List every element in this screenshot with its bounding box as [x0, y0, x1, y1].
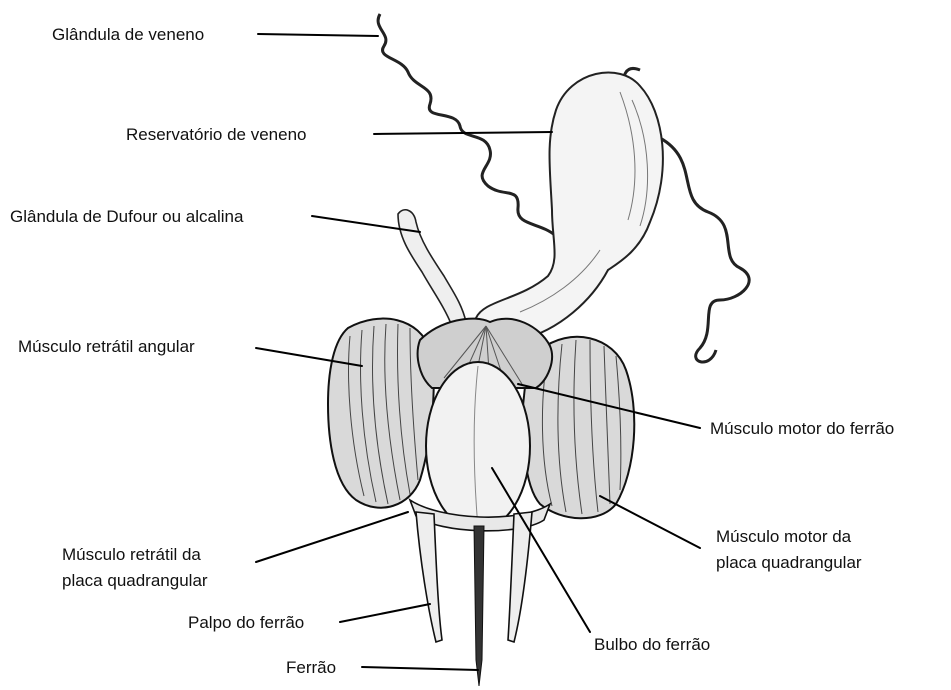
label-sting-bulb: Bulbo do ferrão — [594, 635, 710, 654]
label-sting: Ferrão — [286, 658, 336, 677]
label-dufour-gland: Glândula de Dufour ou alcalina — [10, 207, 244, 226]
leader-sting-palp — [340, 604, 430, 622]
label-angular-retractor: Músculo retrátil angular — [18, 337, 195, 356]
label-sting-palp: Palpo do ferrão — [188, 613, 304, 632]
label-poison-gland: Glândula de veneno — [52, 25, 204, 44]
label-quadrate-retractor-line1: Músculo retrátil da — [62, 545, 201, 564]
right-palp-shape — [508, 512, 532, 642]
left-palp-shape — [416, 512, 442, 642]
label-quadrate-motor-line1: Músculo motor da — [716, 527, 852, 546]
label-poison-reservoir: Reservatório de veneno — [126, 125, 307, 144]
label-quadrate-retractor-line2: placa quadrangular — [62, 571, 208, 590]
poison-reservoir-shape — [475, 73, 663, 342]
leader-poison-reservoir — [374, 132, 552, 134]
sting-shaft-shape — [474, 526, 484, 686]
leader-quadrate-motor — [600, 496, 700, 548]
poison-gland-tube-left-inner — [378, 14, 556, 236]
label-sting-motor: Músculo motor do ferrão — [710, 419, 894, 438]
leader-quadrate-retractor — [256, 512, 408, 562]
leader-poison-gland — [258, 34, 378, 36]
leader-sting — [362, 667, 478, 670]
illustration — [328, 14, 749, 686]
dufour-gland-shape — [398, 210, 466, 326]
label-quadrate-motor-line2: placa quadrangular — [716, 553, 862, 572]
poison-gland-tube-left — [378, 14, 556, 236]
